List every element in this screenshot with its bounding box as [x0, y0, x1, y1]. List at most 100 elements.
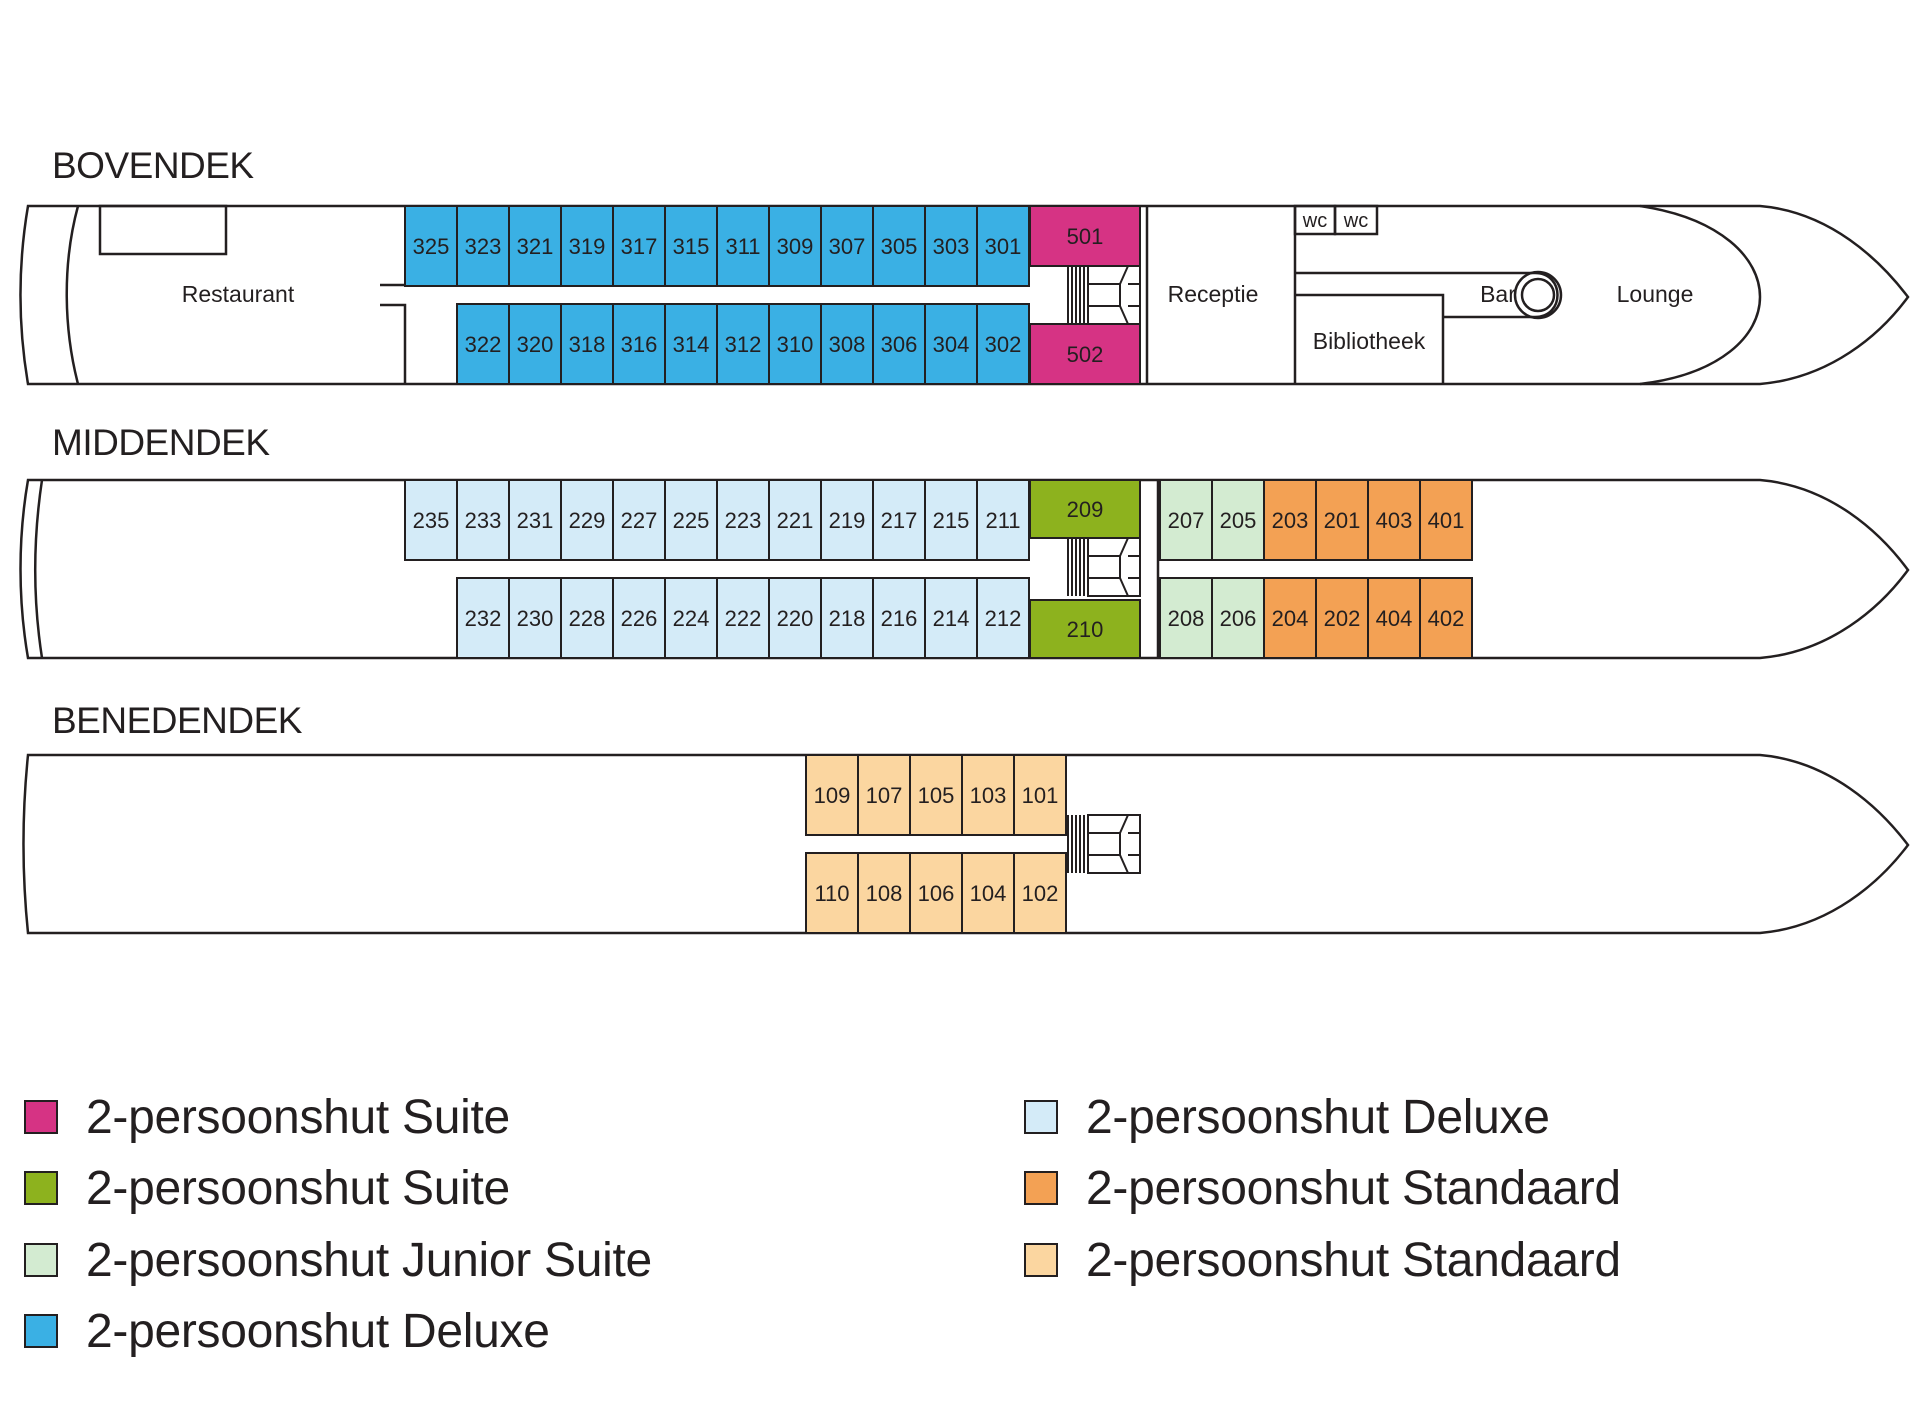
cabin-230	[508, 577, 562, 659]
cabin-number-502: 502	[1067, 342, 1104, 367]
restaurant-label: Restaurant	[182, 281, 295, 307]
cabin-number-312: 312	[725, 332, 762, 357]
cabin-102	[1013, 852, 1067, 934]
deck-title-benedendek: BENEDENDEK	[52, 700, 302, 741]
cabin-317	[612, 205, 666, 287]
cabin-309	[768, 205, 822, 287]
cabin-404	[1367, 577, 1421, 659]
cabin-number-208: 208	[1168, 606, 1205, 631]
cabin-321	[508, 205, 562, 287]
cabin-number-316: 316	[621, 332, 658, 357]
legend-label: 2-persoonshut Suite	[86, 1161, 510, 1215]
cabin-307	[820, 205, 874, 287]
stairwell	[1087, 814, 1141, 874]
cabin-219	[820, 479, 874, 561]
cabin-401	[1419, 479, 1473, 561]
cabin-235	[404, 479, 458, 561]
cabin-number-219: 219	[829, 508, 866, 533]
legend-label: 2-persoonshut Junior Suite	[86, 1233, 652, 1287]
cabin-number-202: 202	[1324, 606, 1361, 631]
cabin-number-218: 218	[829, 606, 866, 631]
cabin-number-103: 103	[970, 783, 1007, 808]
cabin-number-322: 322	[465, 332, 502, 357]
cabin-502	[1029, 323, 1141, 385]
legend-item-deluxe-blue: 2-persoonshut Deluxe	[24, 1301, 550, 1361]
legend-label: 2-persoonshut Deluxe	[1086, 1090, 1550, 1144]
cabin-number-501: 501	[1067, 224, 1104, 249]
cabin-number-325: 325	[413, 234, 450, 259]
cabin-216	[872, 577, 926, 659]
cabin-322	[456, 303, 510, 385]
wc-label-2: wc	[1343, 210, 1368, 232]
cabin-number-102: 102	[1022, 881, 1059, 906]
cabin-312	[716, 303, 770, 385]
cabin-221	[768, 479, 822, 561]
legend-label: 2-persoonshut Standaard	[1086, 1233, 1621, 1287]
cabin-number-216: 216	[881, 606, 918, 631]
deck-title-middendek: MIDDENDEK	[52, 422, 270, 463]
legend-item-suite-magenta: 2-persoonshut Suite	[24, 1087, 510, 1147]
cabin-number-306: 306	[881, 332, 918, 357]
legend-item-suite-green: 2-persoonshut Suite	[24, 1158, 510, 1218]
cabin-number-317: 317	[621, 234, 658, 259]
cabin-number-203: 203	[1272, 508, 1309, 533]
bar-curve	[1513, 270, 1563, 320]
cabin-103	[961, 754, 1015, 836]
cabin-108	[857, 852, 911, 934]
cabin-302	[976, 303, 1030, 385]
cabin-number-232: 232	[465, 606, 502, 631]
deck-title-bovendek: BOVENDEK	[52, 145, 254, 186]
cabin-number-104: 104	[970, 881, 1007, 906]
cabin-number-403: 403	[1376, 508, 1413, 533]
cabin-319	[560, 205, 614, 287]
cabin-number-210: 210	[1067, 617, 1104, 642]
cabin-228	[560, 577, 614, 659]
cabin-207	[1159, 479, 1213, 561]
legend-swatch	[1024, 1243, 1058, 1277]
legend-item-standaard-peach: 2-persoonshut Standaard	[1024, 1230, 1621, 1290]
cabin-number-105: 105	[918, 783, 955, 808]
cabin-number-101: 101	[1022, 783, 1059, 808]
stairwell	[1087, 265, 1141, 325]
stairwell	[1087, 537, 1141, 597]
cabin-210	[1029, 599, 1141, 659]
legend-label: 2-persoonshut Standaard	[1086, 1161, 1621, 1215]
lounge-label: Lounge	[1617, 281, 1694, 307]
stair-landing	[1088, 537, 1140, 597]
cabin-number-209: 209	[1067, 497, 1104, 522]
cabin-number-207: 207	[1168, 508, 1205, 533]
cabin-209	[1029, 479, 1141, 539]
cabin-304	[924, 303, 978, 385]
cabin-104	[961, 852, 1015, 934]
cabin-number-310: 310	[777, 332, 814, 357]
bibliotheek-room	[1295, 293, 1445, 384]
cabin-number-304: 304	[933, 332, 970, 357]
cabin-number-314: 314	[673, 332, 710, 357]
cabin-301	[976, 205, 1030, 287]
cabin-number-235: 235	[413, 508, 450, 533]
legend-swatch	[24, 1100, 58, 1134]
cabin-212	[976, 577, 1030, 659]
cabin-number-303: 303	[933, 234, 970, 259]
cabin-number-305: 305	[881, 234, 918, 259]
cabin-number-404: 404	[1376, 606, 1413, 631]
cabin-number-321: 321	[517, 234, 554, 259]
cabin-number-323: 323	[465, 234, 502, 259]
cabin-number-229: 229	[569, 508, 606, 533]
cabin-205	[1211, 479, 1265, 561]
cabin-number-315: 315	[673, 234, 710, 259]
cabin-315	[664, 205, 718, 287]
cabin-231	[508, 479, 562, 561]
cabin-number-307: 307	[829, 234, 866, 259]
cabin-101	[1013, 754, 1067, 836]
cabin-number-230: 230	[517, 606, 554, 631]
cabin-232	[456, 577, 510, 659]
wc-label-1: wc	[1302, 210, 1327, 232]
cabin-218	[820, 577, 874, 659]
legend-label: 2-persoonshut Deluxe	[86, 1304, 550, 1358]
cabin-number-107: 107	[866, 783, 903, 808]
legend-swatch	[1024, 1100, 1058, 1134]
cabin-number-211: 211	[985, 508, 1020, 533]
cabin-204	[1263, 577, 1317, 659]
